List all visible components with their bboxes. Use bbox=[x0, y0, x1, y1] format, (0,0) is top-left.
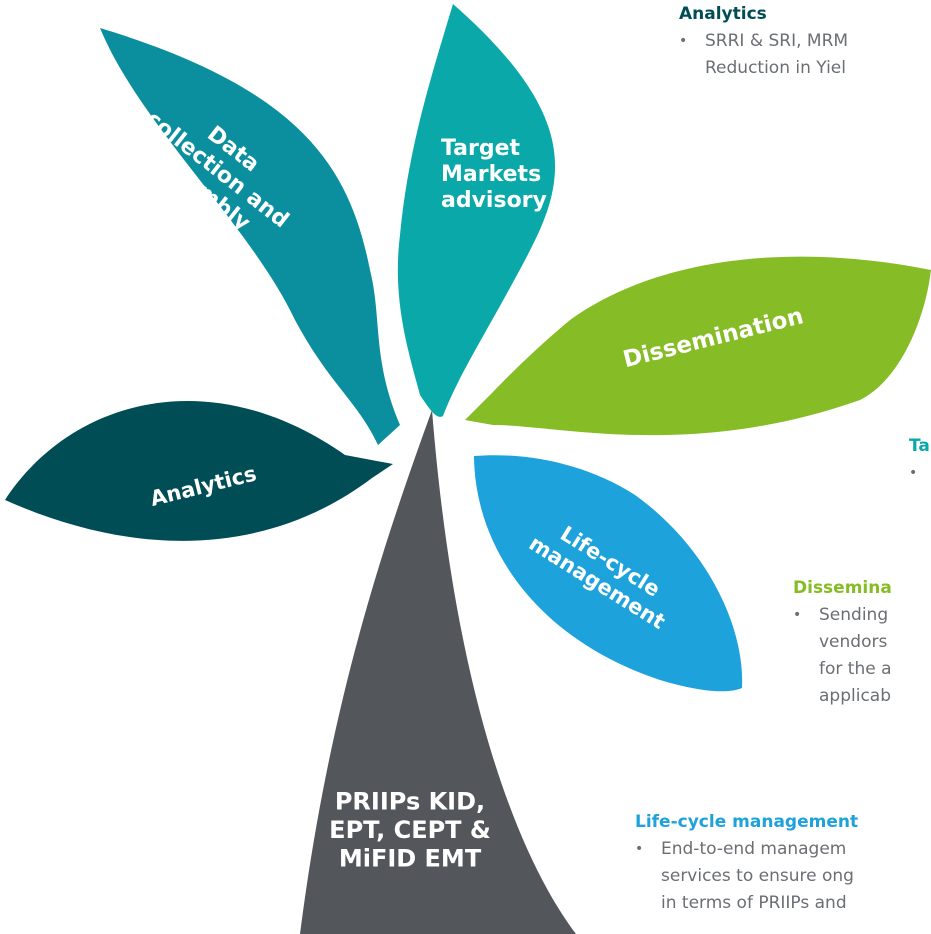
life-cycle-bullet-line-2: services to ensure ong bbox=[661, 866, 854, 886]
stem-label: PRIIPs KID,EPT, CEPT &MiFID EMT bbox=[329, 788, 491, 873]
life-cycle-section-title: Life-cycle management bbox=[635, 812, 859, 832]
life-cycle-section: Life-cycle management •End-to-end manage… bbox=[635, 812, 858, 917]
stem-label-line: PRIIPs KID, bbox=[335, 788, 485, 816]
analytics-bullet-line-2: Reduction in Yiel bbox=[705, 58, 846, 78]
analytics-bullet-line-1: •SRRI & SRI, MRM bbox=[679, 28, 848, 55]
target-markets-section-title: Ta bbox=[909, 436, 930, 456]
analytics-section: Analytics •SRRI & SRI, MRM Reduction in … bbox=[679, 4, 848, 82]
stem-label-line: MiFID EMT bbox=[339, 844, 482, 872]
target-markets-label-line: advisory bbox=[441, 188, 547, 213]
target-markets-label-line: Markets bbox=[441, 162, 541, 187]
analytics-petal bbox=[5, 400, 393, 541]
dissemination-bullet-line-2: vendors bbox=[819, 632, 888, 652]
target-markets-section: Ta • bbox=[909, 436, 931, 487]
target-markets-label-line: Target bbox=[441, 136, 521, 161]
bullet-icon: • bbox=[635, 841, 644, 857]
analytics-section-title: Analytics bbox=[679, 4, 767, 24]
dissemination-section-title: Dissemina bbox=[793, 578, 892, 598]
life-cycle-bullet-line-1: •End-to-end managem bbox=[635, 836, 858, 863]
bullet-icon: • bbox=[679, 33, 688, 49]
dissemination-bullet-line-3: for the a bbox=[819, 659, 892, 679]
target-markets-bullet-line-1: • bbox=[909, 460, 931, 487]
bullet-icon: • bbox=[793, 607, 802, 623]
dissemination-petal bbox=[465, 256, 931, 436]
stem-label-line: EPT, CEPT & bbox=[329, 816, 491, 844]
bullet-icon: • bbox=[909, 465, 918, 481]
life-cycle-bullet-line-3: in terms of PRIIPs and bbox=[661, 893, 847, 913]
stem-petal bbox=[300, 410, 576, 934]
dissemination-bullet-line-4: applicab bbox=[819, 686, 892, 706]
life-cycle-petal bbox=[474, 455, 743, 692]
target-markets-petal bbox=[397, 4, 556, 417]
data-collection-petal bbox=[100, 28, 400, 445]
dissemination-bullet-line-1: •Sending bbox=[793, 602, 892, 629]
dissemination-section: Dissemina •Sending vendors for the a app… bbox=[793, 578, 892, 710]
